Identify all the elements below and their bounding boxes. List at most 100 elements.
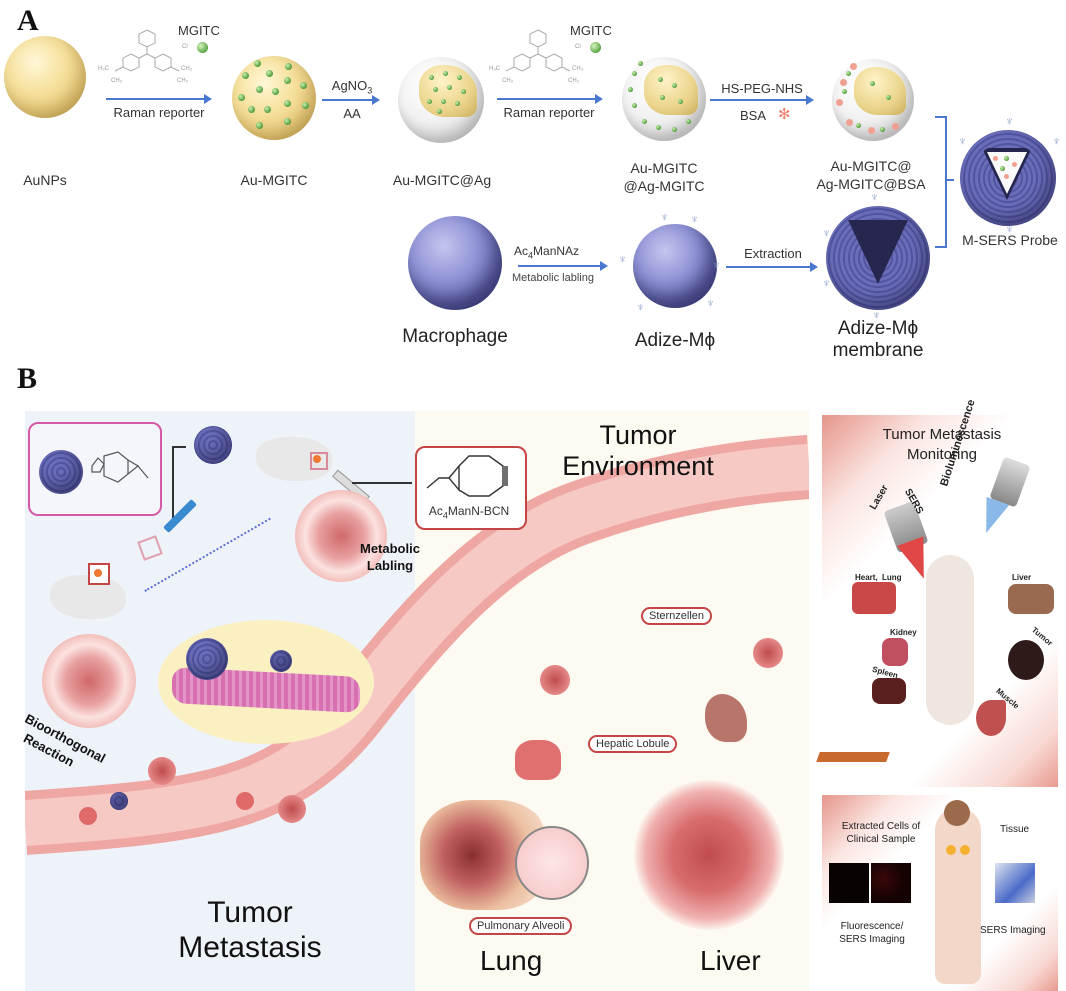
tumor-cell-icon bbox=[148, 757, 176, 785]
step4-peg-label: HS-PEG-NHS bbox=[721, 81, 803, 96]
m-sers-probe-label: M-SERS Probe bbox=[962, 232, 1058, 248]
step3-arrow bbox=[497, 94, 603, 104]
title-line-1: Tumor Metastasis bbox=[882, 426, 1002, 443]
tumor-icon bbox=[313, 455, 321, 463]
mgitc-ball-icon bbox=[197, 42, 208, 53]
label-line-1: Au-MGITC@ bbox=[830, 158, 912, 174]
label-line-1: Metabolic bbox=[360, 541, 420, 556]
label-line-1: Adize-Mϕ bbox=[837, 318, 919, 339]
probe-inset-box bbox=[28, 422, 162, 516]
azide-receptor-icon: ♆ bbox=[872, 308, 881, 322]
mgitc-structure-icon: H₃C CH₃ CH₃ CH₃ bbox=[98, 29, 193, 84]
azide-receptor-icon: ♆ bbox=[618, 252, 627, 266]
label-part: ManNAz bbox=[533, 244, 580, 258]
azide-receptor-icon: ♆ bbox=[870, 190, 879, 204]
kidney-thumbnail bbox=[882, 638, 908, 666]
fluorescence-sers-label: Fluorescence/ SERS Imaging bbox=[832, 920, 912, 946]
au-mgitc-ag-label: Au-MGITC@Ag bbox=[392, 172, 492, 188]
bracket-tick bbox=[946, 179, 954, 181]
receptor-icon: ♆ bbox=[1005, 114, 1014, 128]
combine-bracket bbox=[935, 116, 947, 248]
label-line-2: @Ag-MGITC bbox=[623, 178, 705, 194]
hepatic-lobule-tag: Hepatic Lobule bbox=[588, 735, 678, 753]
connector-line bbox=[172, 446, 186, 448]
fluorescence-image-2 bbox=[871, 863, 911, 903]
title-line-1: Tumor bbox=[599, 420, 677, 450]
blood-vessel bbox=[25, 435, 809, 855]
title-line-2: Monitoring bbox=[906, 446, 978, 463]
label-sub: 4 bbox=[528, 250, 534, 261]
bcn-structure-icon bbox=[426, 455, 508, 497]
pulmonary-alveoli-tag: Pulmonary Alveoli bbox=[469, 917, 573, 935]
adize-membrane-sphere bbox=[826, 206, 930, 310]
bsa-protein-icon: ✻ bbox=[778, 106, 791, 123]
step1-counterion: Cl bbox=[182, 44, 188, 50]
au-mgitc-ag-sphere bbox=[398, 57, 484, 143]
macrophage-label: Macrophage bbox=[402, 326, 508, 347]
tumor-cell-icon bbox=[753, 638, 783, 668]
label-line-1: Au-MGITC bbox=[630, 160, 698, 176]
svg-text:CH₃: CH₃ bbox=[502, 78, 514, 84]
fluorescence-image-1 bbox=[829, 863, 869, 903]
label-line-2: membrane bbox=[832, 340, 924, 361]
svg-text:CH₃: CH₃ bbox=[181, 66, 193, 72]
label-line-2: Clinical Sample bbox=[846, 834, 916, 845]
step3-counterion: Cl bbox=[575, 44, 581, 50]
azide-receptor-icon: ♆ bbox=[712, 258, 721, 272]
step2-agno3-sub: 3 bbox=[367, 85, 373, 96]
probe-icon-free bbox=[194, 426, 232, 464]
mouse-body-icon bbox=[926, 555, 974, 725]
azide-receptor-icon: ♆ bbox=[822, 276, 831, 290]
tumor-metastasis-title: Tumor Metastasis bbox=[150, 896, 350, 965]
title-line-2: Metastasis bbox=[178, 930, 322, 964]
metabolic-labling-label: Metabolic Labling bbox=[360, 540, 420, 574]
azide-receptor-icon: ♆ bbox=[822, 226, 831, 240]
step4-arrow bbox=[710, 95, 814, 105]
au-mgitc-ag-mgitc-sphere bbox=[622, 57, 706, 141]
au-mgitc-label: Au-MGITC bbox=[240, 172, 308, 188]
step4-bsa-label: BSA bbox=[739, 108, 766, 123]
panel-b-letter: B bbox=[17, 362, 38, 395]
step5-ac4mannaz-label: Ac4ManNAz bbox=[514, 244, 579, 260]
azide-receptor-icon: ♆ bbox=[706, 296, 715, 310]
step5-arrow bbox=[518, 261, 608, 271]
aunps-label: AuNPs bbox=[23, 172, 67, 188]
azide-receptor-icon: ♆ bbox=[660, 210, 669, 224]
mgitc-structure-icon-2: H₃C CH₃ CH₃ CH₃ bbox=[489, 29, 584, 84]
tissue-label: Tissue bbox=[1000, 824, 1030, 835]
macrophage-sphere bbox=[408, 216, 502, 310]
label-part: Ac bbox=[514, 244, 529, 258]
lung-label: Lung bbox=[480, 945, 543, 976]
human-figure-icon bbox=[935, 808, 981, 984]
probe-icon bbox=[270, 650, 292, 672]
au-mgitc-sphere bbox=[232, 56, 316, 140]
bcn-molecule-box: Ac4ManN-BCN bbox=[415, 446, 527, 530]
adize-membrane-label: Adize-Mϕ membrane bbox=[822, 318, 934, 362]
breast-tumor-icon bbox=[946, 845, 956, 855]
au-mgitc-ag-mgitc-label: Au-MGITC @Ag-MGITC bbox=[612, 159, 716, 195]
label-line-2: SERS Imaging bbox=[839, 934, 905, 945]
receptor-icon: ♆ bbox=[1005, 222, 1014, 236]
svg-text:CH₃: CH₃ bbox=[177, 78, 189, 84]
step2-agno3-label: AgNO3 bbox=[326, 78, 378, 96]
bcn-triazole-structure-icon bbox=[91, 451, 149, 483]
mgitc-ball-icon-2 bbox=[590, 42, 601, 53]
liver-thumbnail bbox=[1008, 584, 1054, 614]
label-line-2: Labling bbox=[366, 558, 414, 573]
monitoring-title: Tumor Metastasis Monitoring bbox=[842, 425, 1042, 465]
human-head-icon bbox=[944, 800, 970, 826]
receptor-icon: ♆ bbox=[1052, 134, 1061, 148]
muscle-thumbnail bbox=[976, 700, 1006, 736]
connector-line bbox=[352, 482, 412, 484]
tumor-cell-icon bbox=[278, 795, 306, 823]
adize-macrophage-label: Adize-Mϕ bbox=[634, 330, 716, 351]
liver-label: Liver bbox=[700, 945, 761, 976]
label-part: Ac bbox=[428, 504, 443, 518]
svg-text:CH₃: CH₃ bbox=[568, 78, 580, 84]
sers-imaging-label: SERS Imaging bbox=[980, 925, 1046, 936]
receptor-icon: ♆ bbox=[958, 134, 967, 148]
title-line-1: Tumor bbox=[207, 896, 293, 929]
label-sub: 4 bbox=[442, 510, 448, 521]
azide-receptor-icon: ♆ bbox=[690, 212, 699, 226]
sers-tissue-image bbox=[995, 863, 1035, 903]
